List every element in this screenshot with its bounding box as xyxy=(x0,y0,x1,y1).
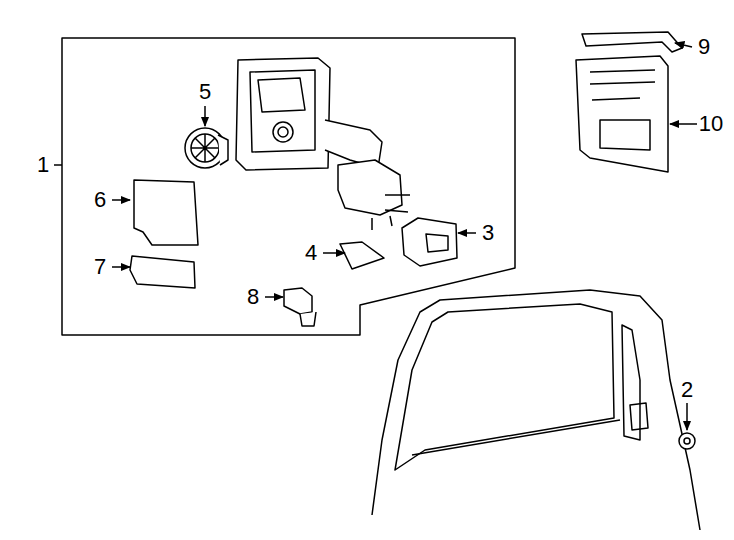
cover-trim xyxy=(582,32,682,52)
callout-number: 9 xyxy=(698,36,710,58)
group-outline xyxy=(62,38,515,335)
camera-connector xyxy=(284,288,316,326)
callout-number: 2 xyxy=(681,379,693,401)
lamp-lens xyxy=(340,242,384,269)
spotter-glass xyxy=(130,256,195,288)
nut xyxy=(679,433,695,449)
door-outline xyxy=(372,290,700,530)
mirror-housing xyxy=(236,58,410,230)
callout-number: 4 xyxy=(305,242,317,264)
callout-number: 1 xyxy=(37,154,49,176)
callout-number: 6 xyxy=(94,189,106,211)
mirror-glass xyxy=(134,180,198,245)
callout-number: 10 xyxy=(699,113,723,135)
leader-lines xyxy=(112,43,697,430)
callout-number: 5 xyxy=(199,81,211,103)
callout-number: 8 xyxy=(247,286,259,308)
mirror-cover xyxy=(576,56,668,172)
signal-lamp xyxy=(402,218,457,266)
callout-number: 7 xyxy=(94,256,106,278)
callout-number: 3 xyxy=(482,222,494,244)
mirror-motor xyxy=(185,128,228,168)
